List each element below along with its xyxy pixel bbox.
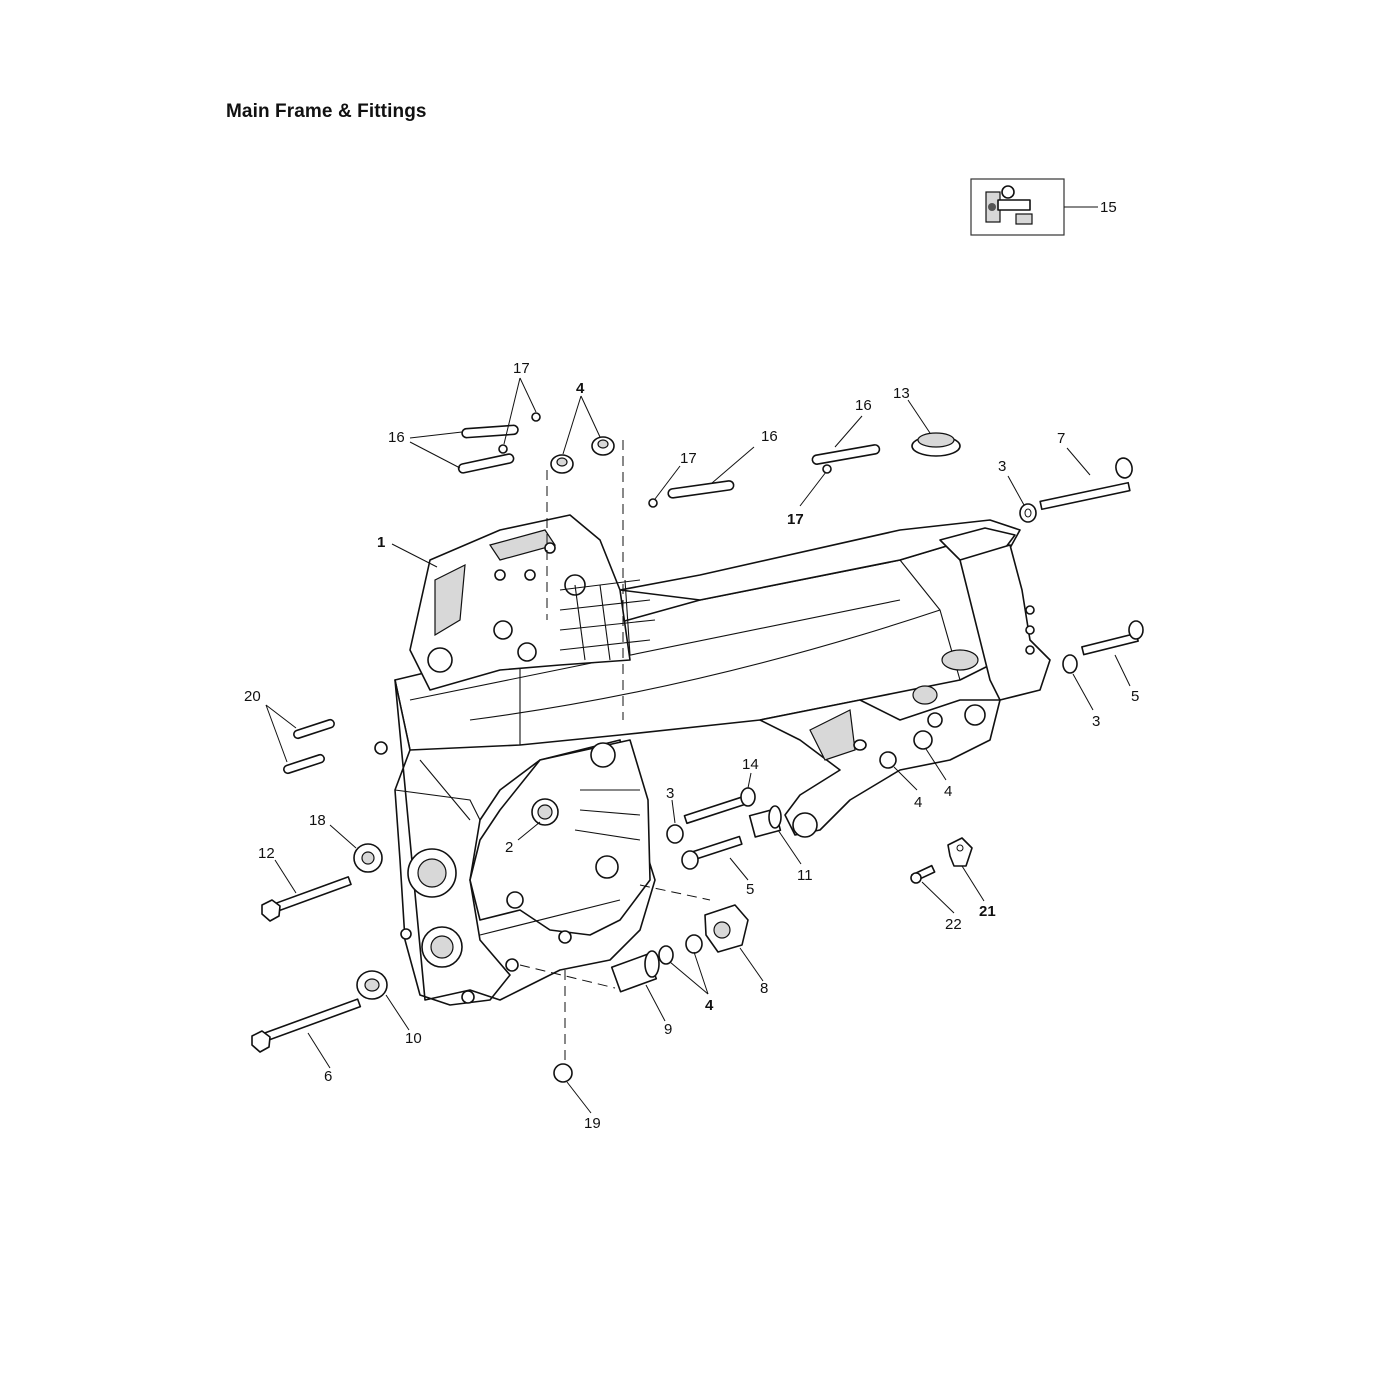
- callout-4-c: 4: [944, 783, 952, 800]
- spacer-9: [610, 950, 660, 993]
- pin-16-a: [461, 424, 519, 439]
- callout-6: 6: [324, 1068, 332, 1085]
- clip-21: [947, 837, 973, 867]
- clip-17-a: [531, 412, 541, 422]
- nut-4-c: [879, 751, 897, 769]
- callout-4-d: 4: [705, 997, 714, 1014]
- callout-19: 19: [584, 1115, 601, 1132]
- pin-16-b: [457, 453, 515, 474]
- callout-1: 1: [377, 534, 385, 551]
- callout-labels: 17 4 16 17 16 16 13 17 7 3 15 1 20 5 3 4…: [244, 199, 1139, 1132]
- callout-17-b: 17: [680, 450, 697, 467]
- clip-17-b: [498, 444, 508, 454]
- nut-4-b: [591, 436, 615, 456]
- alignment-lines: [519, 440, 711, 1060]
- callout-17-c: 17: [787, 511, 804, 528]
- spacer-11: [748, 805, 782, 838]
- page-title: Main Frame & Fittings: [226, 101, 427, 122]
- bush-10: [356, 970, 388, 1000]
- callout-10: 10: [405, 1030, 422, 1047]
- callout-2: 2: [505, 839, 513, 856]
- pin-16-c: [667, 480, 735, 499]
- callout-14: 14: [742, 756, 759, 773]
- callout-16-b: 16: [761, 428, 778, 445]
- washer-3-a: [1019, 503, 1037, 523]
- washer-3-b: [1062, 654, 1078, 674]
- clip-17-c: [648, 498, 658, 508]
- bolt-12: [261, 876, 352, 922]
- bolt-5-a: [1081, 620, 1144, 656]
- callout-8: 8: [760, 980, 768, 997]
- callout-22: 22: [945, 916, 962, 933]
- bolt-6: [251, 998, 362, 1053]
- callout-3-a: 3: [998, 458, 1006, 475]
- bolt-5-b: [681, 835, 743, 870]
- callout-11: 11: [797, 867, 813, 884]
- pin-20-b: [283, 753, 325, 775]
- bolt-14: [683, 787, 756, 825]
- leader-lines: [265, 377, 1131, 1114]
- nut-4-f: [685, 934, 703, 954]
- callout-16-c: 16: [855, 397, 872, 414]
- bush-18: [353, 843, 383, 873]
- callout-15: 15: [1100, 199, 1117, 216]
- washer-3-c: [666, 824, 684, 844]
- screw-22: [910, 864, 936, 884]
- callout-12: 12: [258, 845, 275, 862]
- engine-mount-8: [704, 904, 749, 953]
- callout-3-b: 3: [1092, 713, 1100, 730]
- nut-19: [553, 1063, 573, 1083]
- clip-17-d: [822, 464, 832, 474]
- callout-20: 20: [244, 688, 261, 705]
- callout-7: 7: [1057, 430, 1065, 447]
- nut-4-e: [658, 945, 674, 965]
- callout-17-a: 17: [513, 360, 530, 377]
- callout-21: 21: [979, 903, 996, 920]
- nut-4-a: [550, 454, 574, 474]
- nut-4-d: [913, 730, 933, 750]
- callout-13: 13: [893, 385, 910, 402]
- main-frame: [374, 514, 1051, 1006]
- callout-9: 9: [664, 1021, 672, 1038]
- callout-5-a: 5: [1131, 688, 1139, 705]
- callout-4-a: 4: [576, 380, 585, 397]
- inset-thumbnail: [970, 178, 1098, 236]
- callout-4-b: 4: [914, 794, 922, 811]
- bearing-race-13: [911, 432, 961, 457]
- callout-5-b: 5: [746, 881, 754, 898]
- callout-18: 18: [309, 812, 326, 829]
- callout-16-a: 16: [388, 429, 405, 446]
- pin-20-a: [293, 718, 335, 740]
- bolt-7: [1039, 457, 1133, 511]
- pin-16-d: [811, 444, 881, 465]
- callout-3-c: 3: [666, 785, 674, 802]
